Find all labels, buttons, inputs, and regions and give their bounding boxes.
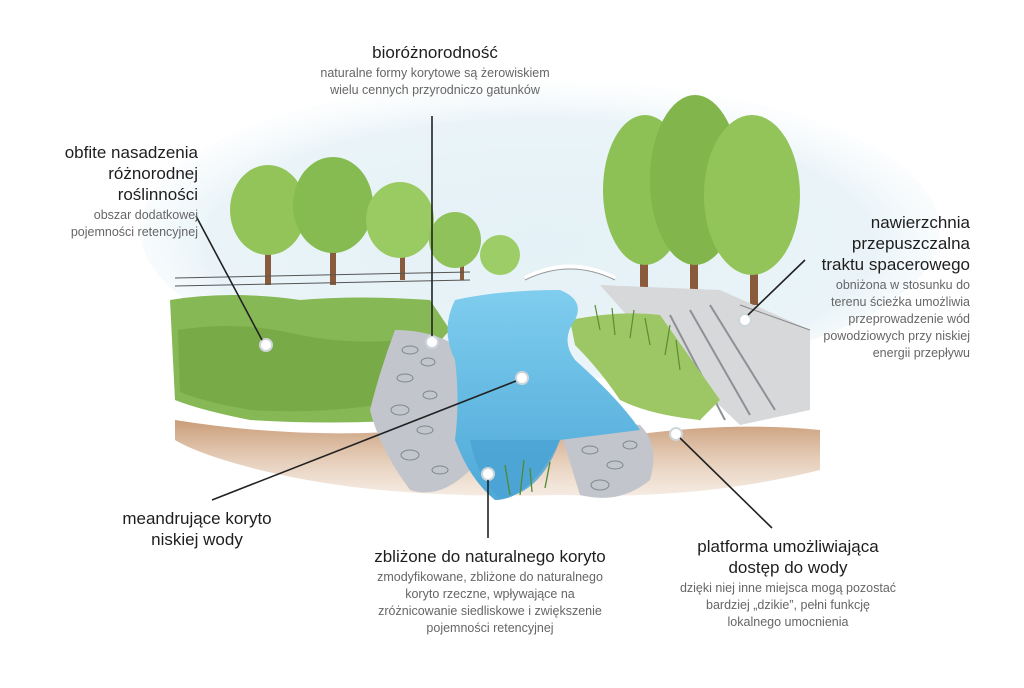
marker-vegetation <box>259 338 273 352</box>
label-natural-channel-title: zbliżone do naturalnego koryto <box>374 547 606 566</box>
reeds-right <box>594 304 681 371</box>
label-biodiversity-title: bioróżnorodność <box>372 43 498 62</box>
label-meandering-channel: meandrujące koryto niskiej wody <box>104 508 290 550</box>
tree-line-right <box>603 95 800 305</box>
leader-surface <box>747 259 806 316</box>
marker-surface <box>738 313 752 327</box>
label-permeable-surface-desc: obniżona w stosunku do terenu ścieżka um… <box>823 278 970 360</box>
marker-platform <box>669 427 683 441</box>
right-bank-vegetation <box>570 313 720 420</box>
stones <box>390 345 638 491</box>
label-platform: platforma umożliwiająca dostęp do wody d… <box>660 536 916 631</box>
label-vegetation: obfite nasadzenia różnorodnej roślinnośc… <box>28 142 198 241</box>
callout-markers <box>259 313 752 481</box>
footbridge <box>524 264 616 280</box>
stone-bank-left <box>370 330 470 493</box>
reeds-channel <box>504 459 551 496</box>
label-vegetation-desc: obszar dodatkowej pojemności retencyjnej <box>70 208 198 239</box>
leader-vegetation <box>195 215 263 341</box>
label-natural-channel-desc: zmodyfikowane, zbliżone do naturalnego k… <box>377 570 603 635</box>
label-meandering-channel-title: meandrujące koryto niskiej wody <box>122 509 272 549</box>
leader-lines <box>195 116 806 538</box>
leader-platform <box>679 437 773 529</box>
tree-line-left <box>230 157 520 285</box>
marker-meander <box>515 371 529 385</box>
stone-bank-right <box>560 423 654 498</box>
label-platform-title: platforma umożliwiająca dostęp do wody <box>697 537 879 577</box>
label-biodiversity-desc: naturalne formy korytowe są żerowiskiem … <box>320 66 550 97</box>
label-permeable-surface: nawierzchnia przepuszczalna traktu space… <box>790 212 970 362</box>
left-bank-vegetation-shade <box>178 326 405 412</box>
label-biodiversity: bioróżnorodność naturalne formy korytowe… <box>302 42 568 99</box>
marker-natural <box>481 467 495 481</box>
fence <box>174 271 471 287</box>
label-platform-desc: dzięki niej inne miejsca mogą pozostać b… <box>679 581 897 629</box>
leader-meander <box>211 380 517 501</box>
path-edge <box>739 304 811 331</box>
low-water-channel <box>470 440 560 498</box>
marker-bio <box>425 335 439 349</box>
label-natural-channel: zbliżone do naturalnego koryto zmodyfiko… <box>350 546 630 637</box>
label-vegetation-title: obfite nasadzenia różnorodnej roślinnośc… <box>64 143 198 204</box>
label-permeable-surface-title: nawierzchnia przepuszczalna traktu space… <box>821 213 970 274</box>
